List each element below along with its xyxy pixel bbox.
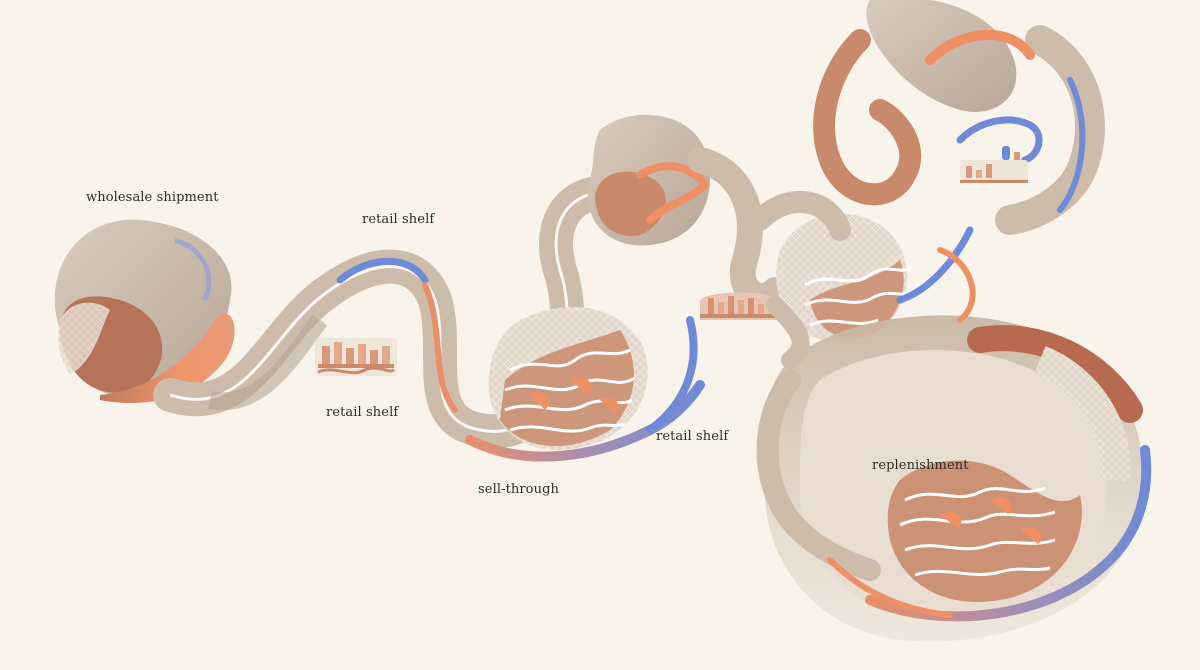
middle-right-cluster (749, 191, 974, 342)
label-wholesale-shipment: wholesale shipment (86, 190, 219, 205)
upper-blob (587, 114, 788, 309)
connector-ribbon (766, 247, 976, 369)
sell-through-cluster (465, 306, 705, 462)
retail-shelf-3-icon (646, 292, 778, 434)
wholesale-blob (54, 219, 235, 404)
replenishment-cluster (756, 315, 1152, 642)
upper-right-cluster (813, 0, 1105, 235)
label-sell-through: sell-through (478, 482, 559, 497)
flow-ribbon-main (153, 175, 657, 449)
retail-shelf-4-icon (960, 146, 1028, 183)
label-retail-shelf-right: retail shelf (656, 429, 729, 444)
label-retail-shelf-top: retail shelf (362, 212, 435, 227)
label-retail-shelf-lower: retail shelf (326, 405, 399, 420)
retail-shelf-1-icon (315, 338, 397, 376)
label-replenishment: replenishment (872, 458, 969, 473)
